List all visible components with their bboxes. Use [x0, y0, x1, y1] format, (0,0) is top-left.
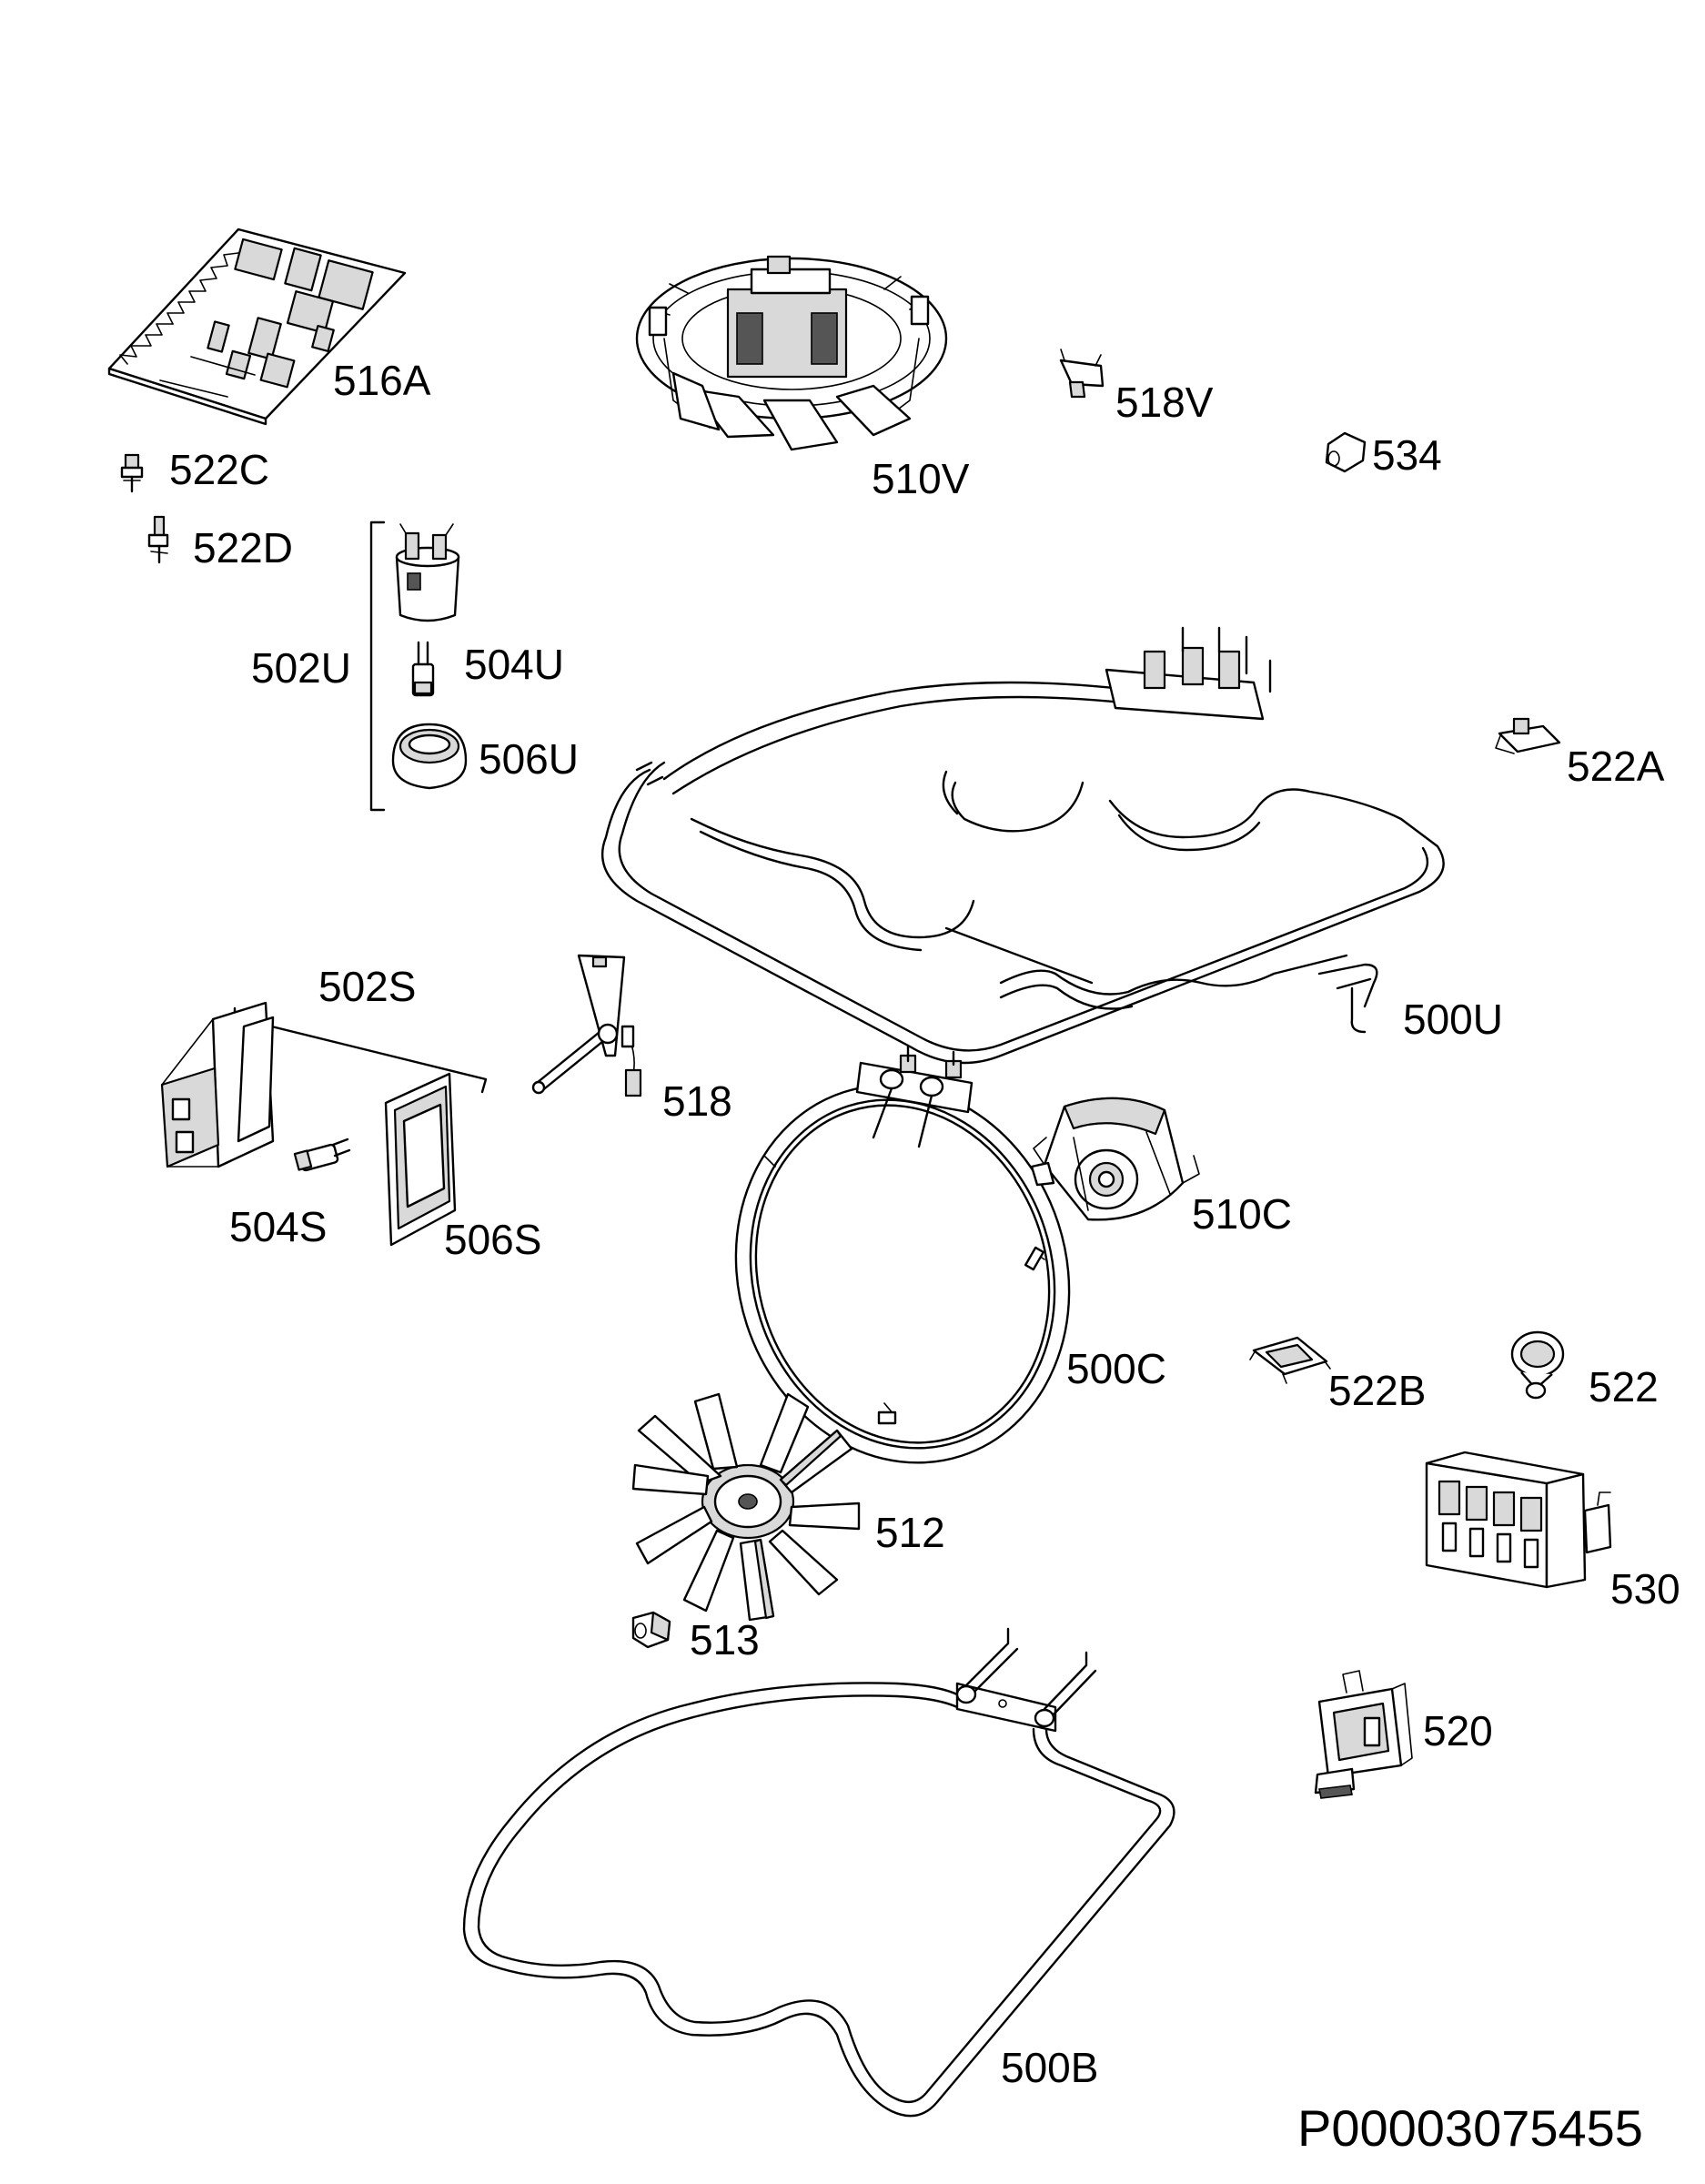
label-522: 522 — [1589, 1363, 1659, 1410]
label-502U: 502U — [251, 644, 351, 692]
part-522D-clip — [147, 515, 169, 564]
part-510C-convection-motor — [1030, 1097, 1200, 1221]
bracket-502U — [369, 521, 386, 812]
label-504S: 504S — [229, 1203, 327, 1250]
label-504U: 504U — [464, 641, 564, 688]
label-534: 534 — [1372, 431, 1442, 479]
part-500U-top-heating-element — [601, 626, 1445, 1065]
label-522D: 522D — [193, 524, 293, 571]
part-502U-lamp-holder — [395, 523, 460, 622]
part-534-nut — [1325, 431, 1367, 473]
part-522B-clip — [1249, 1336, 1331, 1384]
part-520-door-switch — [1314, 1670, 1413, 1799]
part-522-cable-clamp — [1510, 1330, 1565, 1400]
label-518V: 518V — [1115, 379, 1214, 426]
part-510V-fan-motor — [635, 255, 948, 451]
label-500C: 500C — [1066, 1345, 1166, 1392]
part-518-temperature-sensor — [531, 954, 642, 1097]
label-506U: 506U — [479, 735, 579, 783]
label-510C: 510C — [1192, 1190, 1292, 1238]
part-506U-lamp-cover — [391, 723, 468, 790]
label-522B: 522B — [1328, 1367, 1426, 1414]
part-504S-bulb — [293, 1138, 351, 1172]
part-500B-bottom-heating-element — [462, 1627, 1175, 2118]
part-500C-circular-heating-element — [734, 1045, 1071, 1464]
label-520: 520 — [1423, 1707, 1493, 1754]
label-518: 518 — [662, 1077, 732, 1125]
part-518V-thermal-fuse — [1059, 349, 1105, 399]
label-510V: 510V — [872, 455, 970, 502]
label-502S: 502S — [318, 963, 416, 1010]
part-506S-side-lamp-cover — [384, 1072, 457, 1247]
label-530: 530 — [1610, 1565, 1680, 1613]
part-530-terminal-block — [1425, 1451, 1612, 1589]
document-number: P00003075455 — [1297, 2099, 1643, 2157]
label-522A: 522A — [1567, 743, 1665, 790]
part-513-nut — [631, 1611, 671, 1649]
label-500B: 500B — [1001, 2044, 1098, 2091]
label-516A: 516A — [333, 357, 431, 404]
part-502S-side-lamp-housing — [160, 1001, 275, 1168]
label-506S: 506S — [444, 1216, 541, 1263]
label-513: 513 — [690, 1616, 760, 1663]
label-522C: 522C — [169, 446, 269, 493]
label-512: 512 — [875, 1509, 945, 1556]
label-500U: 500U — [1403, 996, 1503, 1043]
part-522C-connector — [120, 453, 144, 493]
part-504U-bulb — [411, 641, 435, 697]
part-516A-circuit-board — [107, 228, 407, 426]
part-522A-clip — [1495, 717, 1561, 754]
part-512-fan-blade — [631, 1392, 861, 1622]
